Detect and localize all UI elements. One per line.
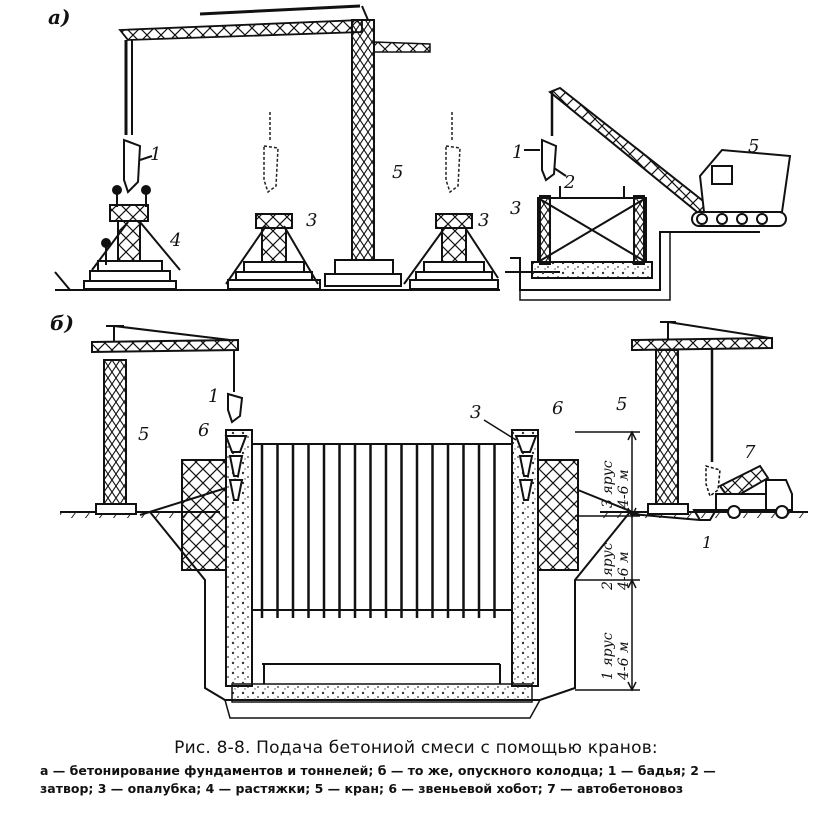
label-6-left: 6 (198, 420, 209, 441)
caption-legend: а — бетонирование фундаментов и тоннелей… (0, 762, 832, 798)
caption-line-1: а — бетонирование фундаментов и тоннелей… (40, 763, 716, 778)
label-2-a: 2 (563, 172, 575, 193)
panel-label-a: а) (48, 5, 70, 29)
label-5-b1: 5 (138, 424, 149, 445)
caption-line-2: затвор; 3 — опалубка; 4 — растяжки; 5 — … (40, 781, 684, 796)
formwork-rods (260, 444, 496, 618)
figure-caption: Рис. 8-8. Подача бетониой смеси с помощь… (0, 738, 832, 798)
panel-label-b: б) (50, 311, 74, 335)
crane-concrete-diagram: а) 1 (48, 4, 808, 719)
label-5-a2: 5 (748, 136, 759, 157)
tier2-label: 2 ярус (600, 542, 616, 591)
label-3-b: 3 (470, 402, 481, 423)
tower-crane-b-left (91, 325, 239, 515)
chute-left (224, 435, 248, 501)
concrete-truck (715, 464, 793, 519)
tier1-label: 1 ярус (600, 632, 616, 680)
label-3-a2: 3 (478, 210, 489, 231)
foundation-formwork-1 (83, 185, 181, 290)
label-3-a1: 3 (306, 210, 317, 231)
label-1-a: 1 (150, 144, 161, 165)
bucket-ghost-b (705, 465, 721, 498)
label-1-b2: 1 (702, 533, 712, 552)
foundation-formwork-2 (225, 213, 321, 290)
label-5-b2: 5 (616, 394, 627, 415)
tunnel-pit (510, 186, 760, 301)
bucket-1-a (123, 138, 153, 194)
tier1-size: 4-6 м (616, 641, 632, 681)
tier3-label: 3 ярус (600, 460, 616, 508)
excavation-pit (149, 511, 631, 719)
tier3-size: 4-6 м (616, 469, 632, 509)
formwork-frame (252, 443, 512, 684)
label-1-b: 1 (208, 386, 219, 407)
tower-crane-a (118, 4, 431, 287)
crawler-crane (548, 86, 792, 227)
label-6-right: 6 (552, 398, 563, 419)
label-3-a3: 3 (510, 198, 521, 219)
bucket-1-b (227, 392, 244, 424)
label-7: 7 (744, 442, 756, 463)
label-5-a1: 5 (392, 162, 403, 183)
ghost-bucket-3 (445, 112, 461, 194)
chute-right (514, 435, 538, 501)
foundation-formwork-3 (403, 213, 499, 290)
bucket-1-2-pit (524, 138, 567, 182)
tier-dimension-lines (575, 430, 640, 692)
scaffold-right (537, 459, 641, 571)
caption-title: Рис. 8-8. Подача бетониой смеси с помощь… (174, 738, 658, 758)
ghost-bucket-2 (263, 112, 279, 194)
tower-crane-b-right (631, 321, 773, 515)
receiving-hopper (629, 509, 718, 521)
tier2-size: 4-6 м (616, 551, 632, 591)
label-4-a: 4 (169, 230, 181, 251)
scaffold-left (139, 459, 227, 571)
label-1-a2: 1 (512, 142, 523, 163)
